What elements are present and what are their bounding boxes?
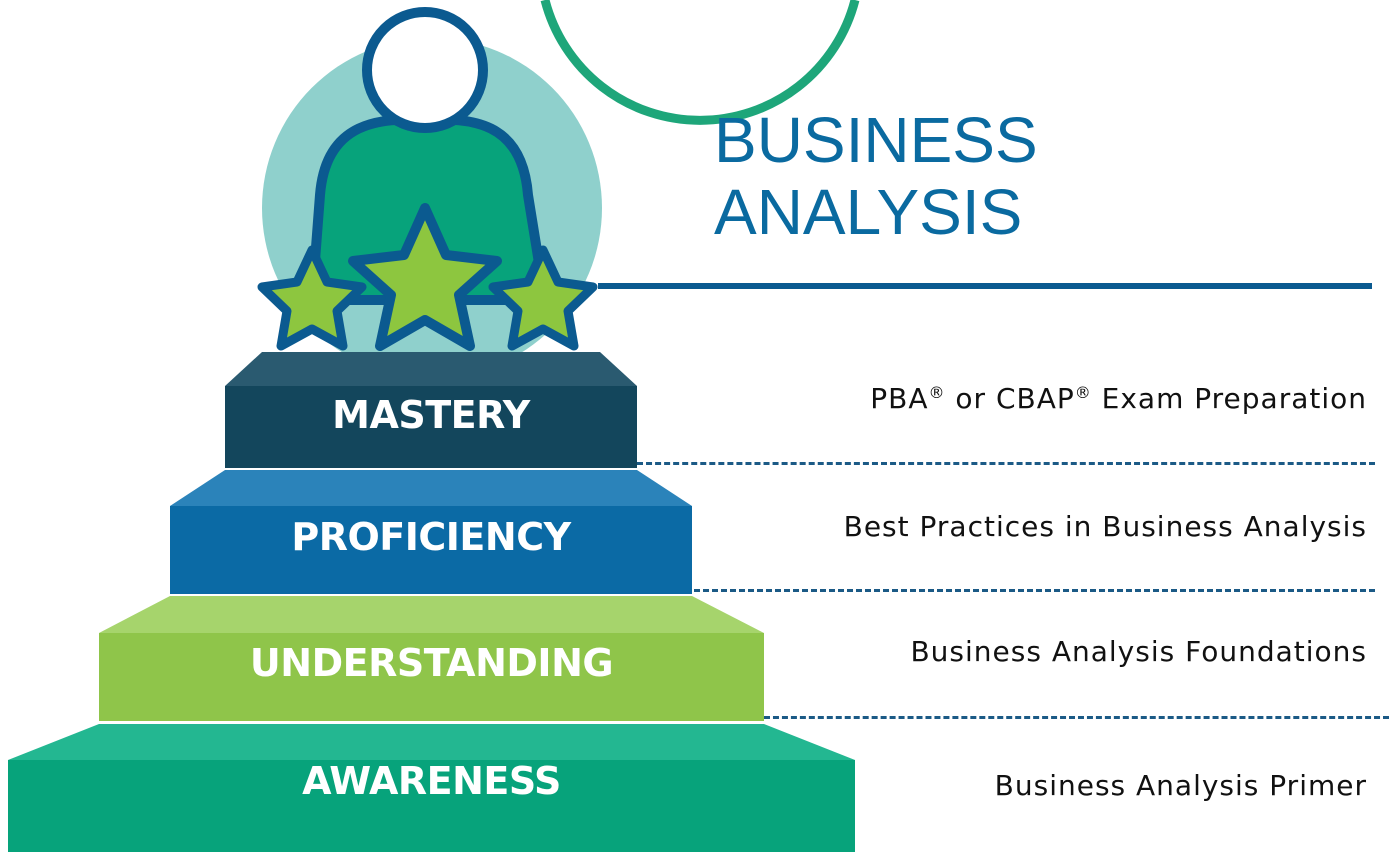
separator-1 <box>637 462 1375 465</box>
star-icon-left <box>257 245 367 351</box>
star-icon-center <box>348 203 502 351</box>
step-label-understanding: UNDERSTANDING <box>249 641 614 685</box>
step-label-awareness: AWARENESS <box>302 759 561 803</box>
course-mastery: PBA® or CBAP® Exam Preparation <box>870 382 1367 415</box>
step-awareness <box>8 724 855 852</box>
separator-2 <box>694 589 1375 592</box>
course-awareness: Business Analysis Primer <box>994 769 1367 802</box>
page-title: BUSINESS ANALYSIS <box>714 104 1038 248</box>
title-line-1: BUSINESS <box>714 104 1038 176</box>
course-understanding: Business Analysis Foundations <box>910 635 1367 668</box>
star-icon-right <box>488 245 598 351</box>
step-label-mastery: MASTERY <box>332 393 530 437</box>
course-proficiency: Best Practices in Business Analysis <box>843 510 1367 543</box>
step-mastery <box>225 352 637 468</box>
step-label-proficiency: PROFICIENCY <box>291 515 571 559</box>
title-line-2: ANALYSIS <box>714 176 1023 248</box>
separator-3 <box>764 716 1389 719</box>
top-arc-decoration <box>540 0 860 125</box>
step-proficiency <box>170 470 692 594</box>
step-understanding <box>99 596 764 721</box>
